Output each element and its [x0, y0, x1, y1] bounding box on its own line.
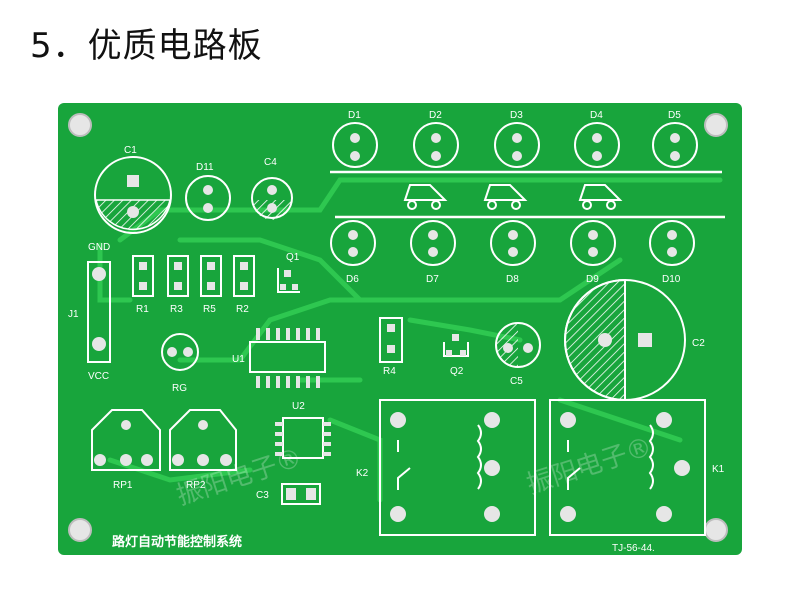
- label-r5: R5: [203, 304, 216, 315]
- led-top-row: [332, 122, 698, 168]
- label-rp2: RP2: [186, 480, 206, 491]
- label-r4: R4: [383, 366, 396, 377]
- label-q1: Q1: [286, 252, 300, 263]
- label-d9: D9: [586, 274, 599, 285]
- label-d7: D7: [426, 274, 439, 285]
- label-d4: D4: [590, 110, 603, 121]
- board-code: TJ-56-44.: [612, 543, 655, 554]
- label-d5: D5: [668, 110, 681, 121]
- label-d6: D6: [346, 274, 359, 285]
- led-bottom-pads: [348, 230, 677, 257]
- label-d10: D10: [662, 274, 681, 285]
- label-k2: K2: [356, 468, 369, 479]
- label-q2: Q2: [450, 366, 464, 377]
- label-k1: K1: [712, 464, 725, 475]
- label-j1: J1: [68, 309, 79, 320]
- led-bottom-row: [330, 220, 695, 266]
- board-title: 路灯自动节能控制系统: [112, 534, 242, 550]
- label-r1: R1: [136, 304, 149, 315]
- label-gnd: GND: [88, 242, 110, 253]
- label-rp1: RP1: [113, 480, 133, 491]
- car-symbols: [403, 184, 623, 210]
- label-d8: D8: [506, 274, 519, 285]
- label-c2: C2: [692, 338, 705, 349]
- smd-resistors: [132, 255, 255, 297]
- label-d11: D11: [196, 162, 214, 173]
- label-c3: C3: [256, 490, 269, 501]
- label-d2: D2: [429, 110, 442, 121]
- label-u1: U1: [232, 354, 245, 365]
- label-c5: C5: [510, 376, 523, 387]
- label-c4: C4: [264, 157, 277, 168]
- page-heading: 5．优质电路板: [30, 26, 263, 66]
- label-d1: D1: [348, 110, 361, 121]
- label-r2: R2: [236, 304, 249, 315]
- label-rg: RG: [172, 383, 187, 394]
- label-vcc: VCC: [88, 371, 109, 382]
- led-top-pads: [350, 133, 680, 161]
- label-r3: R3: [170, 304, 183, 315]
- label-d3: D3: [510, 110, 523, 121]
- label-c1: C1: [124, 145, 137, 156]
- label-u2: U2: [292, 401, 305, 412]
